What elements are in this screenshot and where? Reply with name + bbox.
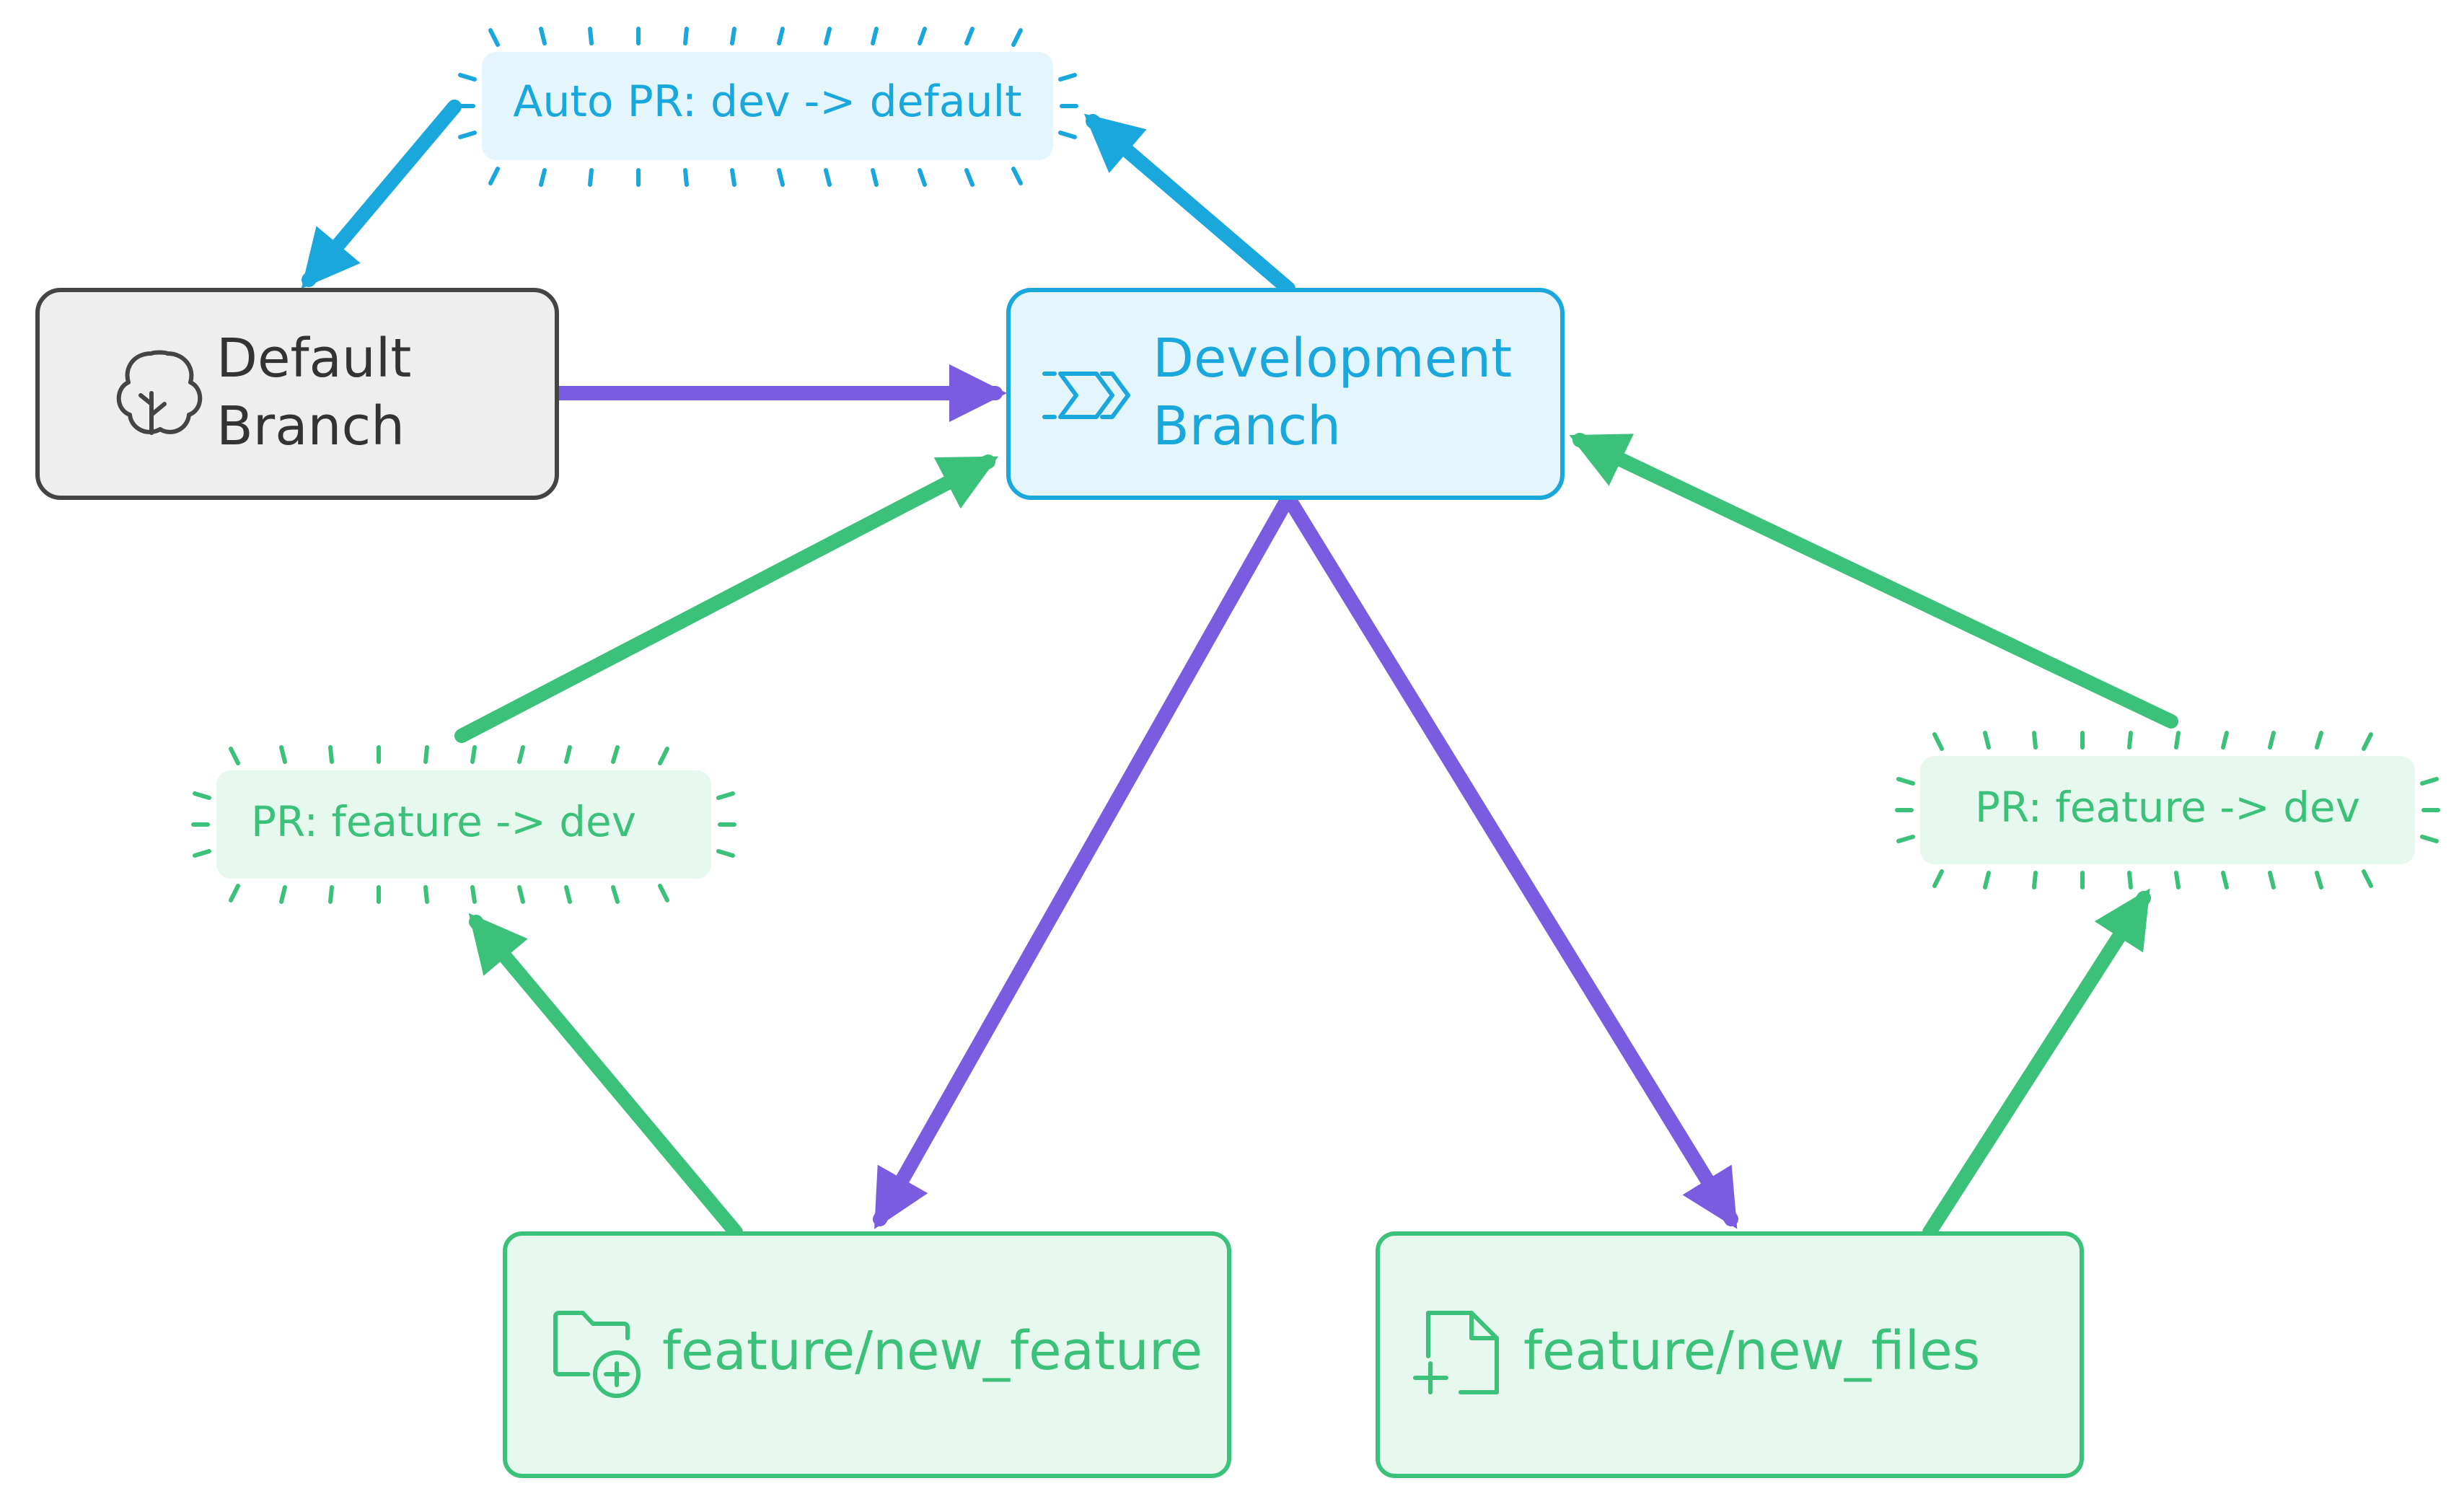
edge-label-auto-pr: Auto PR: dev -> default [457, 27, 1078, 187]
new-files-label: feature/new_files [1523, 1320, 1980, 1382]
node-development-branch[interactable]: Development Branch [1006, 288, 1565, 500]
fast-forward-chevrons-icon [1042, 372, 1130, 419]
edge-label-pr-left: PR: feature -> dev [191, 745, 736, 904]
default-branch-line1: Default [216, 328, 411, 390]
edge-pr-left-to-dev [454, 454, 999, 743]
tree-icon [116, 350, 203, 435]
new-feature-label: feature/new_feature [662, 1320, 1202, 1382]
edge-auto-pr-to-default [301, 100, 462, 289]
default-branch-line2: Branch [216, 395, 405, 457]
edge-dev-to-new-files [1281, 491, 1738, 1229]
edge-label-pr-right: PR: feature -> dev [1895, 731, 2440, 889]
edge-new-feature-to-pr-left [468, 913, 743, 1239]
pr-left-label: PR: feature -> dev [251, 797, 636, 846]
development-branch-line1: Development [1153, 328, 1512, 390]
edges [301, 100, 2178, 1239]
auto-pr-label: Auto PR: dev -> default [513, 76, 1021, 127]
node-feature-new-files[interactable]: feature/new_files [1376, 1231, 2084, 1478]
node-default-branch[interactable]: Default Branch [35, 288, 559, 500]
development-branch-line2: Branch [1153, 395, 1341, 457]
pr-right-label: PR: feature -> dev [1975, 783, 2360, 832]
edge-new-files-to-pr-right [1922, 888, 2151, 1239]
folder-plus-icon [553, 1311, 641, 1398]
edge-dev-to-auto-pr [1083, 113, 1295, 296]
edge-pr-right-to-dev [1569, 433, 2178, 729]
edge-dev-to-new-feature [873, 491, 1295, 1229]
file-plus-icon [1413, 1311, 1499, 1394]
node-feature-new-feature[interactable]: feature/new_feature [503, 1231, 1231, 1478]
